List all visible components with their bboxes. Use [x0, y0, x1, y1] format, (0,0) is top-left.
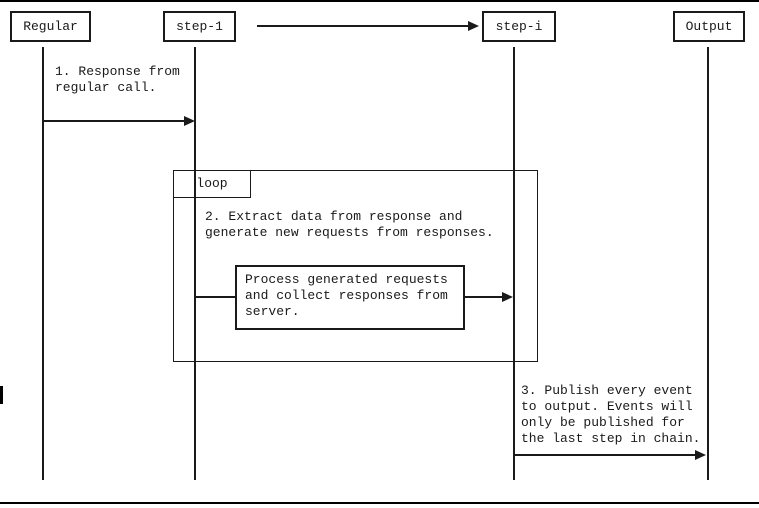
loop-label-box: loop [173, 170, 251, 198]
message-1-arrow-line [44, 120, 185, 122]
message-3-label: 3. Publish every event to output. Events… [521, 383, 701, 446]
lifeline-output [707, 47, 709, 480]
participant-output-label: Output [685, 18, 733, 34]
chain-arrow-line [257, 25, 469, 27]
message-1-label: 1. Response from regular call. [55, 64, 180, 95]
participant-step-i: step-i [482, 11, 556, 42]
participant-step-i-label: step-i [495, 18, 543, 34]
message-2-label: 2. Extract data from response and genera… [205, 209, 494, 240]
lifeline-step-i [513, 47, 515, 480]
chain-arrowhead-icon [468, 21, 479, 31]
process-in-connector [195, 296, 235, 298]
participant-regular-label: Regular [23, 18, 78, 34]
message-3-arrowhead-icon [695, 450, 706, 460]
frame-left-tick [0, 386, 3, 404]
lifeline-regular [42, 47, 44, 480]
participant-regular: Regular [10, 11, 91, 42]
process-out-arrow-line [465, 296, 503, 298]
frame-bottom-border [0, 502, 759, 504]
participant-output: Output [673, 11, 745, 42]
process-box: Process generated requests and collect r… [235, 265, 465, 330]
loop-fragment [173, 170, 538, 362]
participant-step-1-label: step-1 [176, 18, 223, 34]
message-3-arrow-line [514, 454, 696, 456]
loop-label: loop [196, 176, 228, 191]
frame-top-border [0, 0, 759, 2]
message-1-arrowhead-icon [184, 116, 195, 126]
lifeline-step-1 [194, 47, 196, 480]
participant-step-1: step-1 [163, 11, 236, 42]
process-out-arrowhead-icon [502, 292, 513, 302]
